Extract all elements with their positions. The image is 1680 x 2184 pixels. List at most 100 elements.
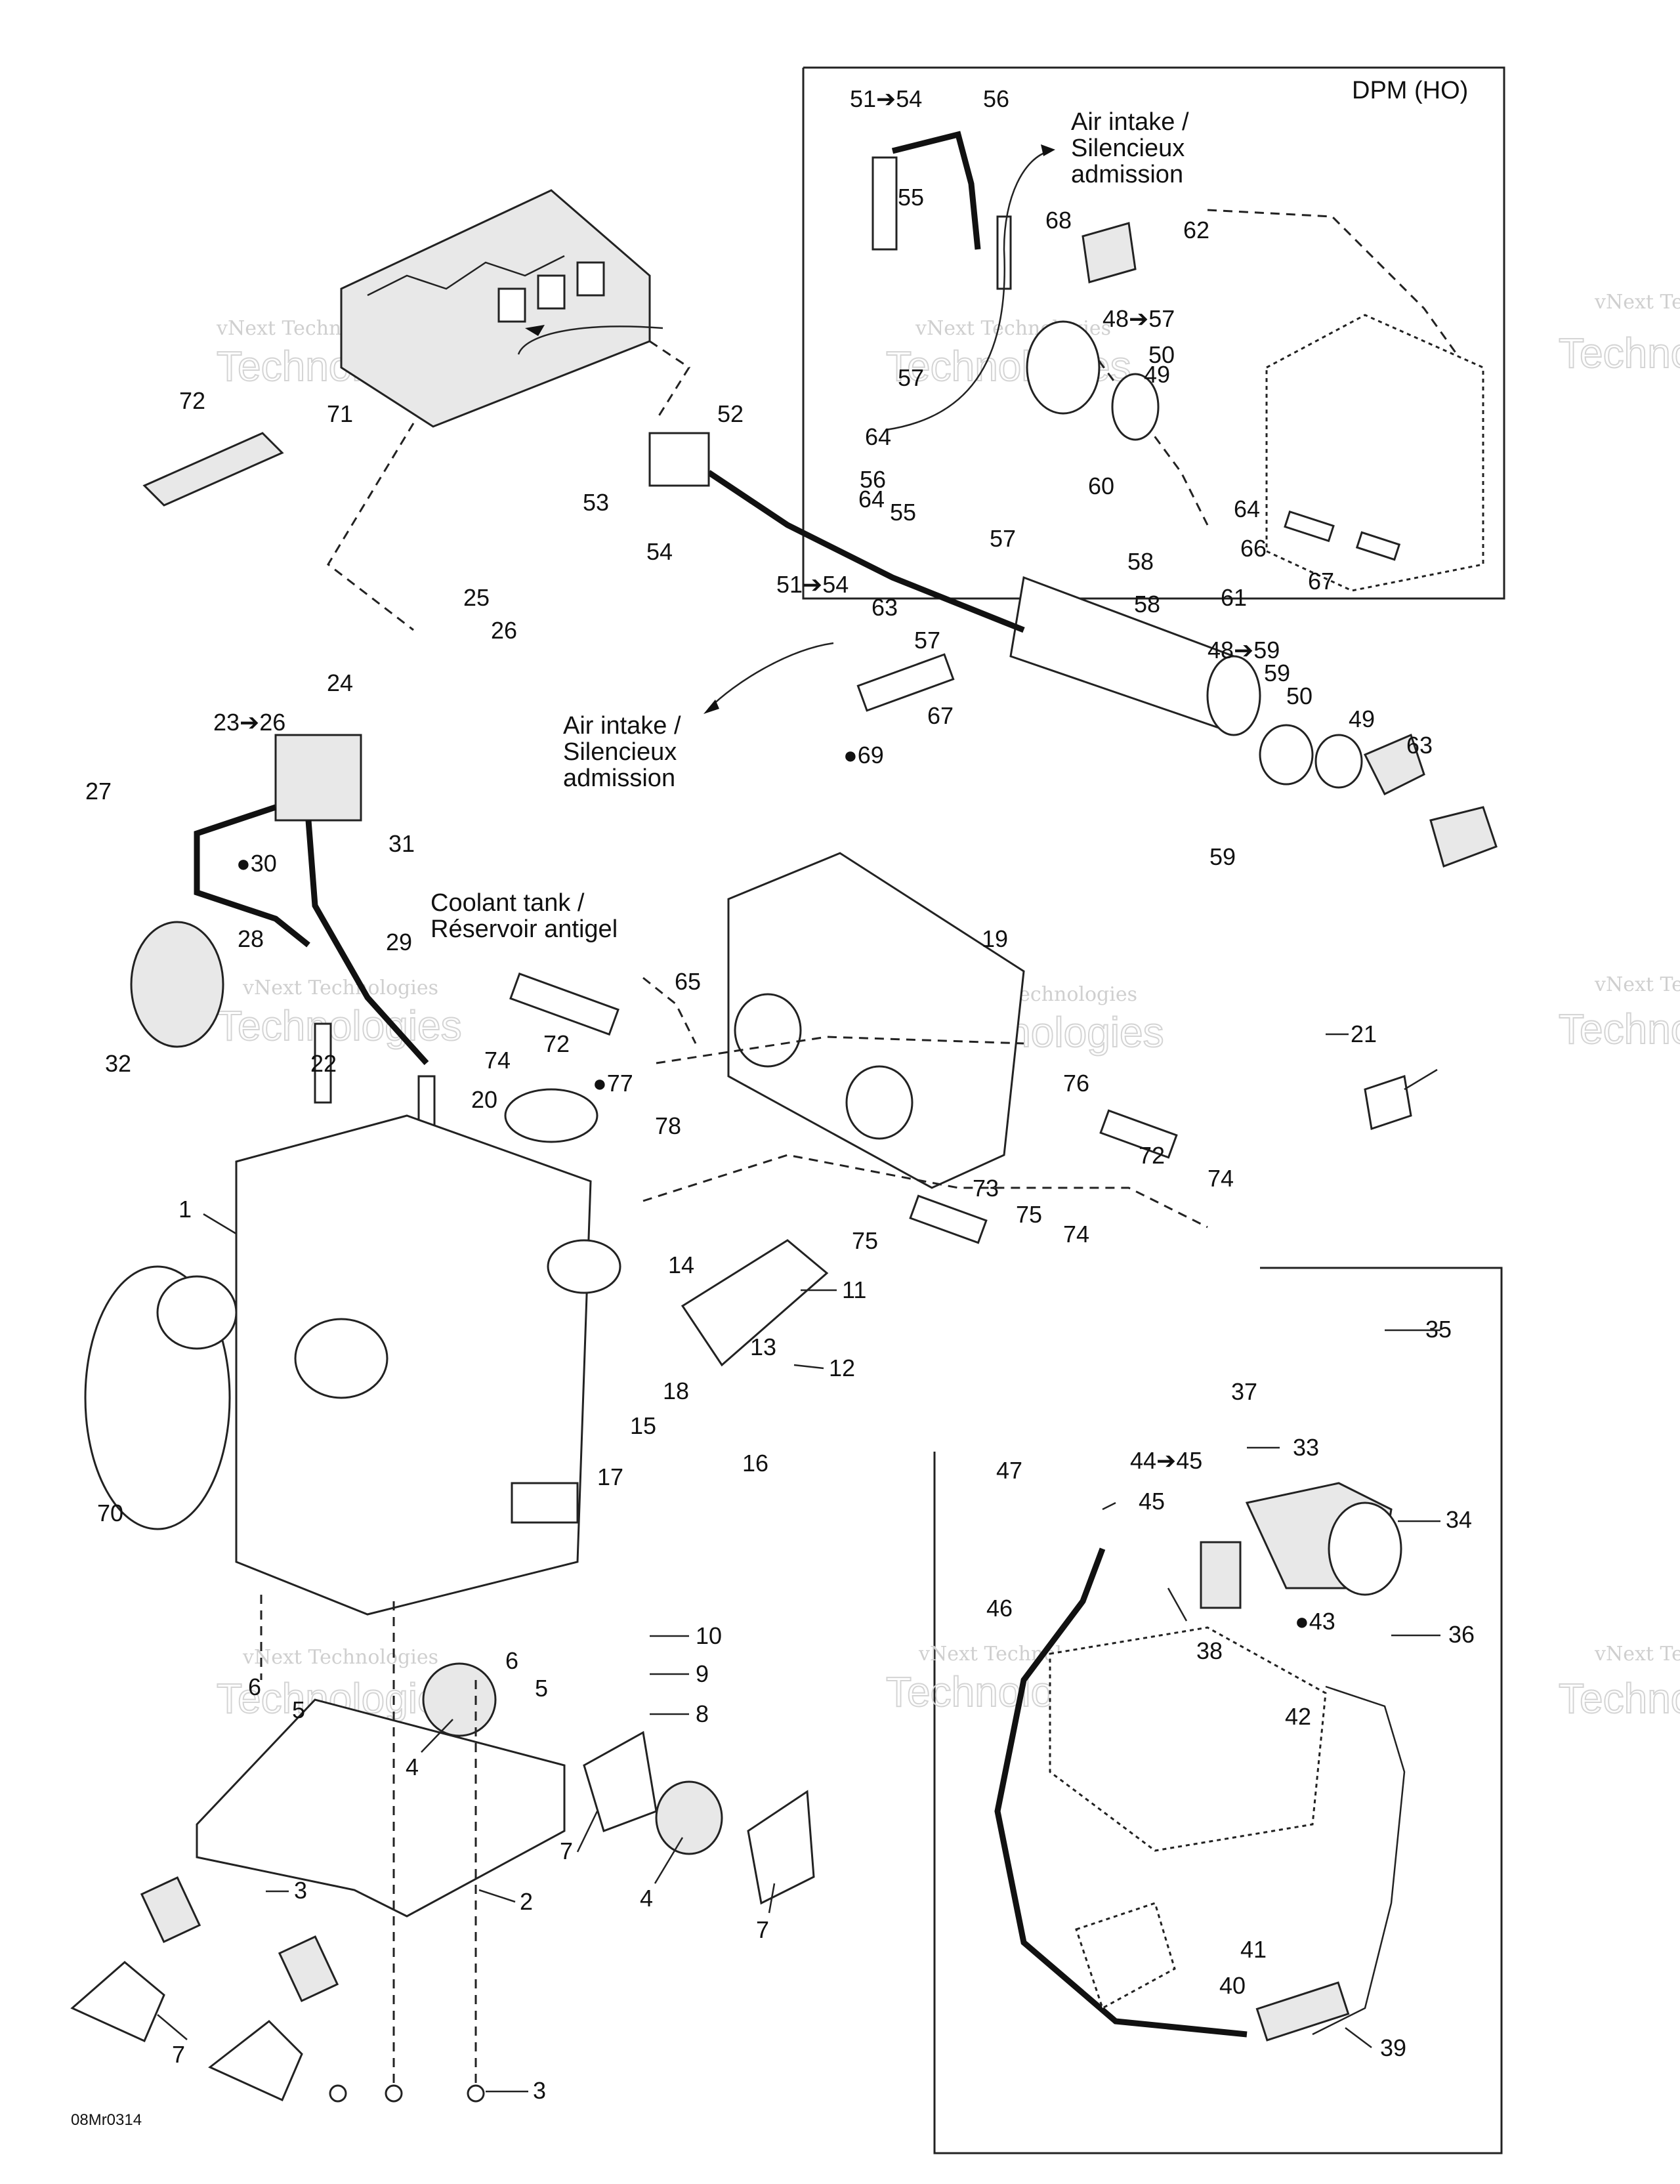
callout-number: 57 [990,525,1016,552]
callout-number: 63 [872,594,898,621]
watermark-text: Technologies [1559,1675,1680,1722]
callout-number: 14 [668,1251,694,1278]
callout-number: 37 [1231,1378,1257,1405]
callout-number: 55 [898,184,924,211]
callout-number: 61 [1221,584,1247,611]
caption-coolant-tank-2: Réservoir antigel [430,915,618,943]
callout-number: 78 [655,1112,681,1139]
rubber-mount [422,1662,497,1737]
callout-number: 28 [238,925,264,952]
callout-number: 60 [1088,472,1114,499]
callout-number: 62 [1183,217,1209,243]
callout-number: 66 [1240,535,1267,562]
leader-lines [157,1033,1440,2093]
callout-number: 56 [983,85,1009,112]
callout-number: 49 [1349,705,1375,732]
callout-number: 3 [294,1877,307,1904]
callout-number: 72 [179,387,205,414]
callout-number: 75 [1016,1201,1042,1228]
callout-number: 7 [560,1838,573,1864]
parts-drawing [70,131,1498,2103]
mount-bracket [208,2020,303,2101]
callout-number: 18 [663,1377,689,1404]
carburetors [727,852,1025,1189]
callout-number: 27 [85,778,112,805]
dpm-ho-manifold [1026,320,1101,415]
callout-number: 10 [696,1622,722,1649]
callout-number: ●30 [236,850,277,877]
callout-number: 4 [406,1754,419,1780]
caption-air-intake-1: Air intake / [1071,108,1189,136]
callout-number: 32 [105,1050,131,1077]
callout-number: 76 [1063,1070,1089,1097]
caption-air-intake-3: admission [563,765,675,792]
engine-block [235,1114,592,1616]
watermark-text: vNext Technologies [1594,973,1680,996]
callout-number: 7 [756,1916,769,1943]
callouts: 1 2 3 3 4 4 5 5 6 6 7 7 7 8 9 10 11 12 1… [85,85,1475,2104]
callout-number: 26 [491,617,517,644]
decal [142,432,284,507]
watermark-text: vNext Technologies [242,1646,438,1669]
callout-number: 55 [890,499,916,526]
captions: DPM (HO) Air intake / Silencieux admissi… [71,77,1468,2129]
callout-number: 31 [388,830,415,857]
callout-number: 68 [1045,207,1072,234]
callout-number: 45 [1139,1488,1165,1515]
callout-number: 16 [742,1450,768,1477]
callout-number: 64 [1234,495,1260,522]
callout-number: 39 [1380,2034,1406,2061]
callout-number: 9 [696,1660,709,1687]
callout-number: 73 [973,1175,999,1202]
mount-bracket [70,1961,165,2042]
callout-number: 50 [1148,341,1175,368]
caption-air-intake-2: Silencieux [563,738,677,766]
callout-number: 42 [1285,1703,1311,1730]
callout-number: 33 [1293,1434,1319,1461]
callout-number: 36 [1448,1621,1475,1648]
variant-label: DPM (HO) [1352,77,1468,104]
callout-number: 51➔54 [776,571,849,598]
callout-number: 6 [505,1647,518,1674]
callout-number: 1 [178,1196,192,1223]
callout-number: 46 [986,1595,1013,1622]
callout-number: 56 [860,466,886,493]
callout-number: 38 [1196,1637,1223,1664]
callout-number: 67 [927,702,954,729]
watermark-text: vNext Technologies [1594,291,1680,314]
callout-number: 20 [471,1086,497,1113]
callout-number: 72 [1139,1142,1165,1169]
callout-number: 5 [535,1675,548,1702]
callout-number: 4 [640,1885,653,1912]
watermark-text: Technologies [1559,329,1680,377]
watermark-text: vNext Technologies [1594,1643,1680,1666]
callout-number: 47 [996,1457,1022,1484]
caption-air-intake-2: Silencieux [1071,135,1185,162]
mount-bracket [747,1790,815,1905]
callout-number: 74 [1063,1221,1089,1248]
callout-number: 17 [597,1463,623,1490]
caption-air-intake-1: Air intake / [563,712,681,740]
callout-number: 24 [327,669,353,696]
callout-number: 35 [1425,1316,1452,1343]
callout-number: 48➔57 [1102,305,1175,332]
callout-number: 74 [484,1047,511,1074]
callout-number: 59 [1209,843,1236,870]
callout-number: 51➔54 [850,85,922,112]
callout-number: 48➔59 [1208,637,1280,663]
cap [130,921,224,1048]
tube [872,156,898,251]
callout-number: 19 [982,925,1008,952]
mount-bracket [583,1731,658,1832]
callout-number: 44➔45 [1130,1447,1202,1474]
mpem-module [340,189,651,428]
rubber-mount [655,1780,723,1855]
callout-number: 40 [1219,1972,1246,1999]
callout-number: 65 [675,968,701,995]
watermark-text: Technologies [1559,1005,1680,1053]
callout-number: 22 [310,1050,337,1077]
inset-frame-dpm-ho [802,66,1505,600]
callout-number: 59 [1264,660,1290,686]
callout-number: 12 [829,1354,855,1381]
rotary-valve-cover [681,1239,829,1367]
